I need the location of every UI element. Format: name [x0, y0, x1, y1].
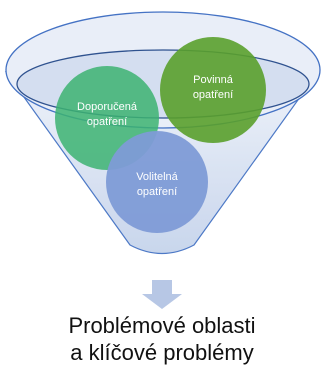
circle-label-optional: Volitelná opatření: [136, 171, 178, 198]
diagram-caption: Problémové oblasti a klíčové problémy: [0, 312, 324, 366]
caption-line-1: Problémové oblasti: [68, 313, 256, 338]
circle-mandatory: [160, 37, 266, 143]
circle-label-mandatory: Povinná opatření: [192, 74, 234, 101]
circle-label-recommended: Doporučená opatření: [77, 101, 137, 128]
down-arrow-icon: [142, 280, 182, 309]
circle-optional: [106, 131, 208, 233]
caption-line-2: a klíčové problémy: [70, 340, 254, 365]
